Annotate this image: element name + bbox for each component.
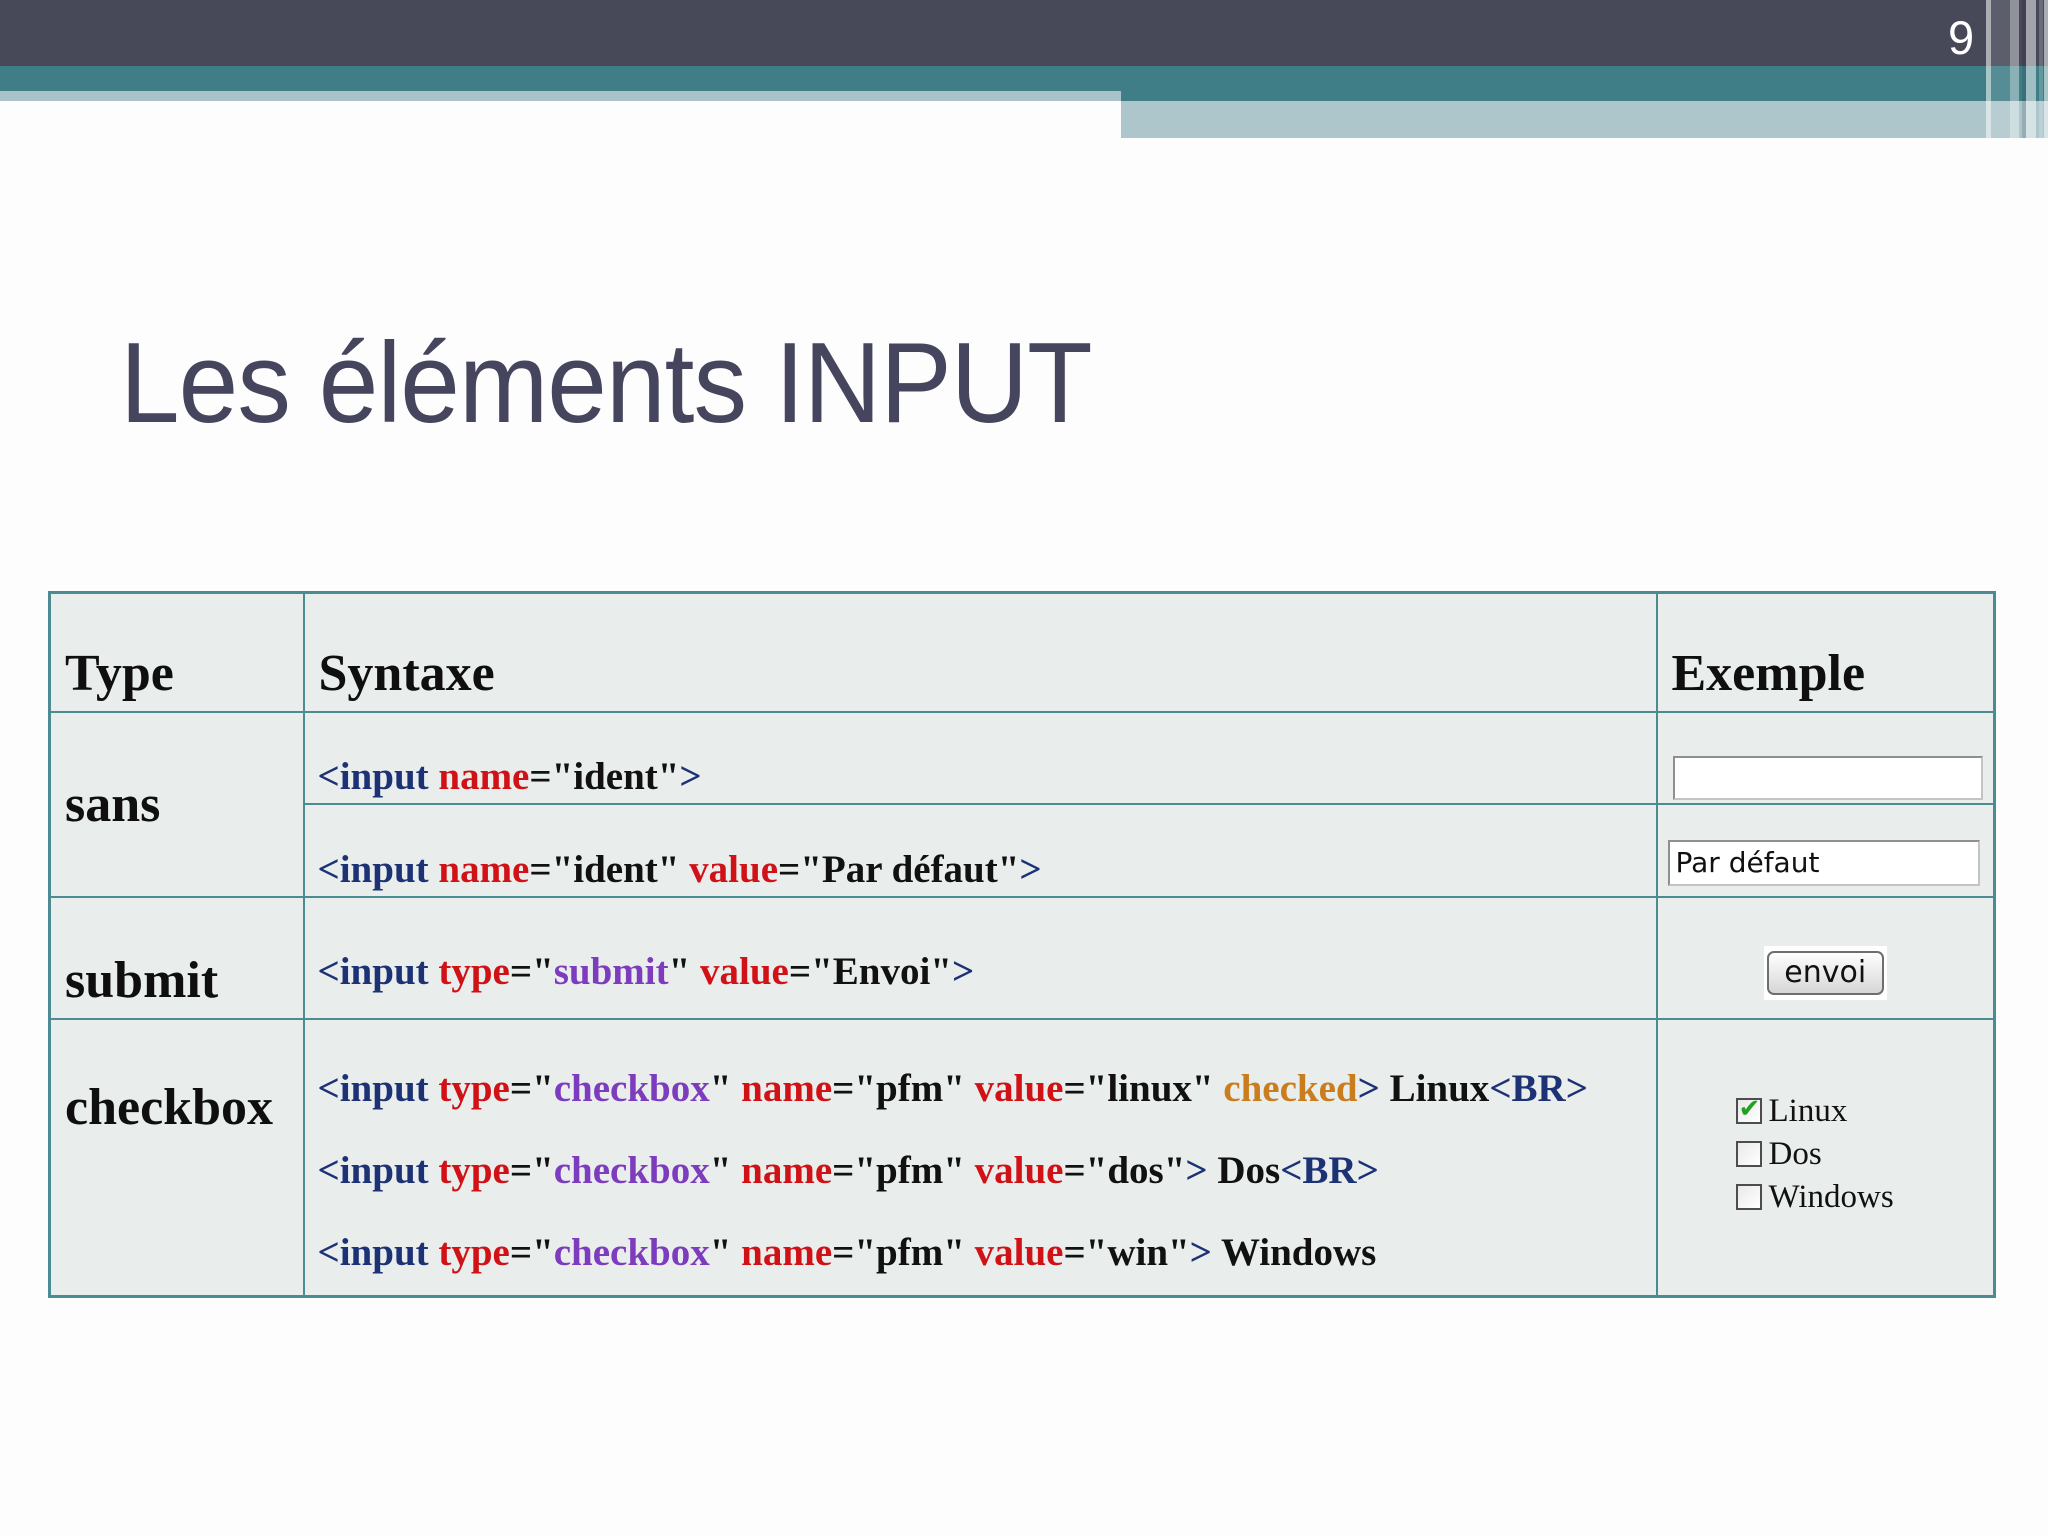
- example-checkbox-dos[interactable]: [1735, 1141, 1762, 1167]
- checkbox-row-windows: Windows: [1735, 1176, 1993, 1219]
- type-cell-submit: submit: [48, 895, 305, 1020]
- example-cell-submit-button: envoi: [1655, 895, 1996, 1020]
- code-line-submit: <input type="submit" value="Envoi">: [302, 895, 1658, 1020]
- top-teal-band: [0, 66, 2048, 91]
- check-icon: ✔: [1738, 1094, 1761, 1124]
- top-dark-band: [0, 0, 2048, 66]
- checkbox-row-linux: ✔ Linux: [1735, 1090, 1993, 1133]
- example-text-input-empty[interactable]: [1672, 755, 1983, 800]
- table-row: sans <input name="ident">: [48, 710, 1996, 898]
- code-line-checkbox-1: <input type="checkbox" name="pfm" value=…: [317, 1066, 1588, 1110]
- type-cell-checkbox: checkbox: [48, 1017, 305, 1297]
- column-header-type: Type: [48, 591, 305, 713]
- right-teal-extension: [1121, 91, 2048, 101]
- table-header-row: Type Syntaxe Exemple: [48, 591, 1996, 713]
- top-accent-stripe: [0, 91, 2048, 101]
- column-header-exemple: Exemple: [1655, 591, 1996, 713]
- code-cell-checkbox: <input type="checkbox" name="pfm" value=…: [302, 1017, 1658, 1297]
- input-elements-table: Type Syntaxe Exemple sans <input name="i…: [48, 591, 1996, 1298]
- page-title: Les éléments INPUT: [120, 320, 1093, 447]
- table-row: checkbox <input type="checkbox" name="pf…: [48, 1017, 1996, 1297]
- table-row: submit <input type="submit" value="Envoi…: [48, 895, 1996, 1020]
- example-cell-empty-input: [1655, 710, 1996, 805]
- checkbox-label-windows: Windows: [1768, 1178, 1894, 1215]
- example-submit-button[interactable]: envoi: [1766, 950, 1884, 995]
- code-line-sans-2: <input name="ident" value="Par défaut">: [302, 802, 1658, 898]
- right-accent-block: [1121, 101, 2048, 138]
- slide-number: 9: [1948, 11, 1975, 64]
- button-halo: envoi: [1763, 945, 1887, 1000]
- example-cell-default-input: [1655, 802, 1996, 898]
- checkbox-label-linux: Linux: [1768, 1092, 1848, 1129]
- code-line-checkbox-2: <input type="checkbox" name="pfm" value=…: [317, 1148, 1379, 1192]
- code-line-sans-1: <input name="ident">: [302, 710, 1658, 805]
- example-cell-checkbox-group: ✔ Linux Dos Windows: [1655, 1017, 1996, 1297]
- type-cell-sans: sans: [48, 710, 305, 898]
- example-text-input-default[interactable]: [1667, 839, 1980, 886]
- code-line-checkbox-3: <input type="checkbox" name="pfm" value=…: [317, 1230, 1377, 1274]
- example-checkbox-windows[interactable]: [1735, 1184, 1762, 1210]
- checkbox-row-dos: Dos: [1735, 1133, 1993, 1176]
- example-checkbox-linux[interactable]: ✔: [1735, 1094, 1762, 1124]
- edge-stripes-decoration: [1984, 0, 2048, 138]
- column-header-syntaxe: Syntaxe: [302, 591, 1658, 713]
- checkbox-label-dos: Dos: [1768, 1135, 1822, 1172]
- table-row: <input name="ident" value="Par défaut">: [50, 802, 1996, 898]
